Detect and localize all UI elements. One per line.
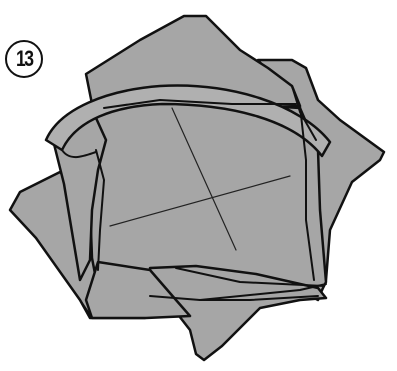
step-number-badge: 13 <box>5 40 43 78</box>
step-number: 13 <box>16 48 32 70</box>
